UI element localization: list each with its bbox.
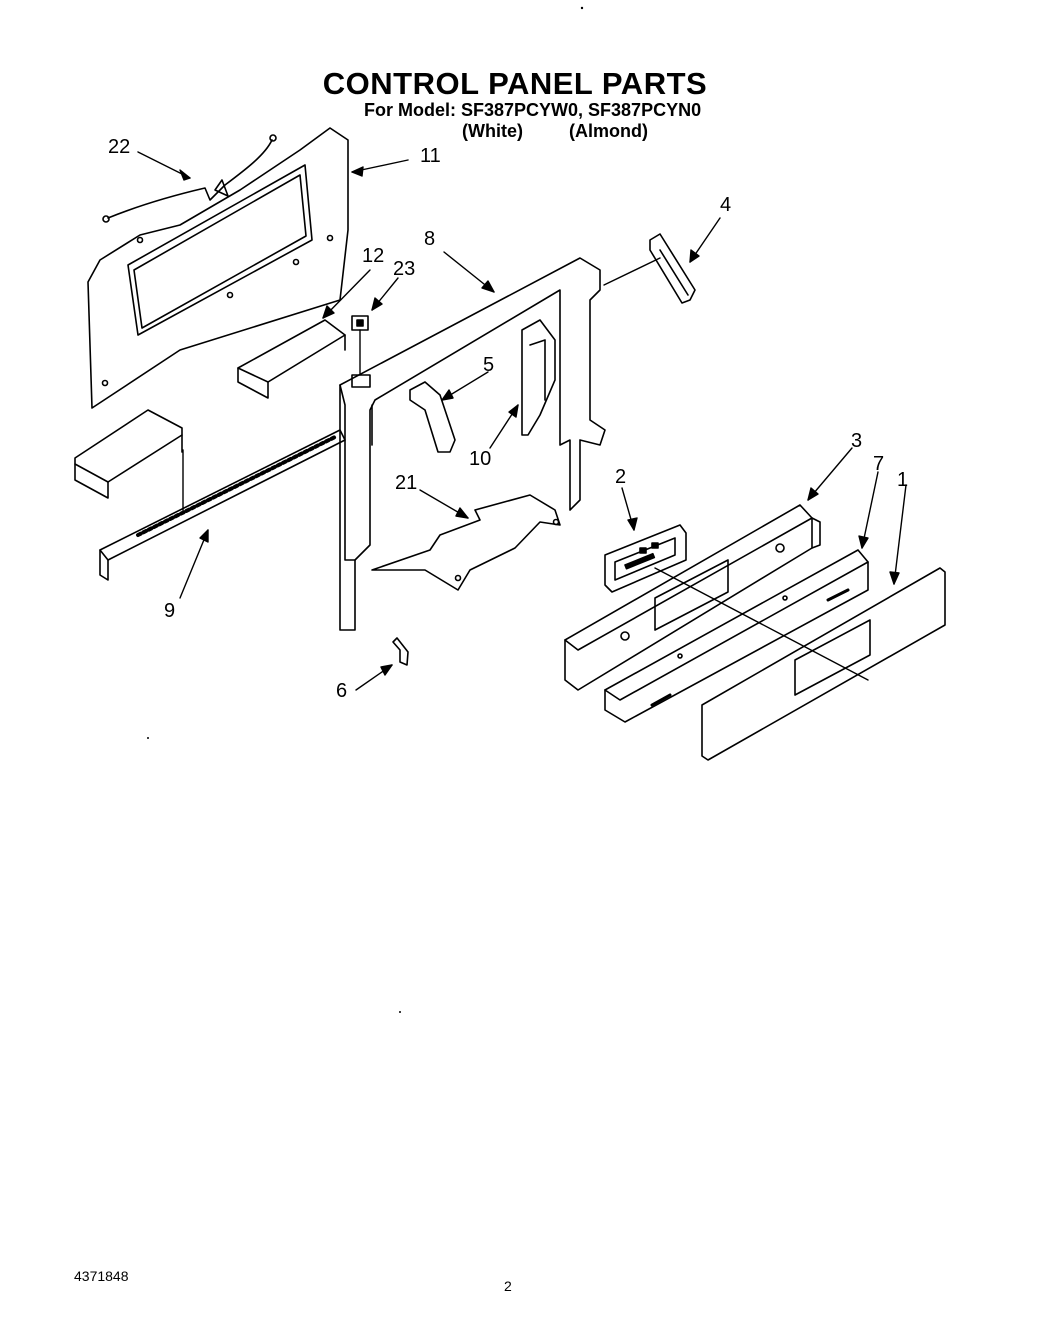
part-10-side-bracket [522, 320, 555, 435]
callout-8: 8 [424, 228, 436, 250]
page-number: 2 [504, 1278, 512, 1294]
callout-4: 4 [720, 194, 732, 216]
scan-dot [580, 6, 584, 10]
callout-22: 22 [108, 136, 131, 158]
part-2-clock-module [605, 525, 686, 592]
callout-10: 10 [469, 448, 492, 470]
part-9-vent-strip [100, 430, 345, 580]
part-5-bracket [410, 382, 455, 452]
callout-1: 1 [897, 469, 909, 491]
callout-21: 21 [395, 472, 418, 494]
callout-9: 9 [164, 600, 176, 622]
callout-5: 5 [483, 354, 495, 376]
part-6-spring-clip [393, 638, 408, 665]
callout-11: 11 [420, 145, 441, 167]
callout-7: 7 [873, 453, 885, 475]
part-1-front-glass [702, 568, 945, 760]
leader-lines [138, 152, 906, 690]
model-line: For Model: SF387PCYW0, SF387PCYN0 [364, 100, 702, 120]
scan-dot [399, 1011, 401, 1013]
scan-dot [147, 737, 149, 739]
part-23-clip [352, 316, 368, 330]
part-22-wire-harness [103, 135, 276, 222]
part-12-baffle [75, 320, 345, 498]
part-11-rear-panel [88, 128, 348, 408]
part-7-trim-rail [605, 550, 868, 722]
callout-3: 3 [851, 430, 863, 452]
callout-12: 12 [362, 245, 385, 267]
variant-white: (White) [462, 121, 523, 141]
callout-6: 6 [336, 680, 348, 702]
part-21-heat-shield [372, 495, 560, 590]
page-title: CONTROL PANEL PARTS [322, 66, 708, 101]
part-3-control-panel [565, 505, 820, 690]
callout-2: 2 [615, 466, 627, 488]
callout-23: 23 [393, 258, 416, 280]
part-4-end-cap [650, 234, 695, 303]
document-number: 4371848 [74, 1268, 129, 1284]
variant-almond: (Almond) [569, 121, 648, 141]
part-8-main-frame [340, 258, 605, 630]
